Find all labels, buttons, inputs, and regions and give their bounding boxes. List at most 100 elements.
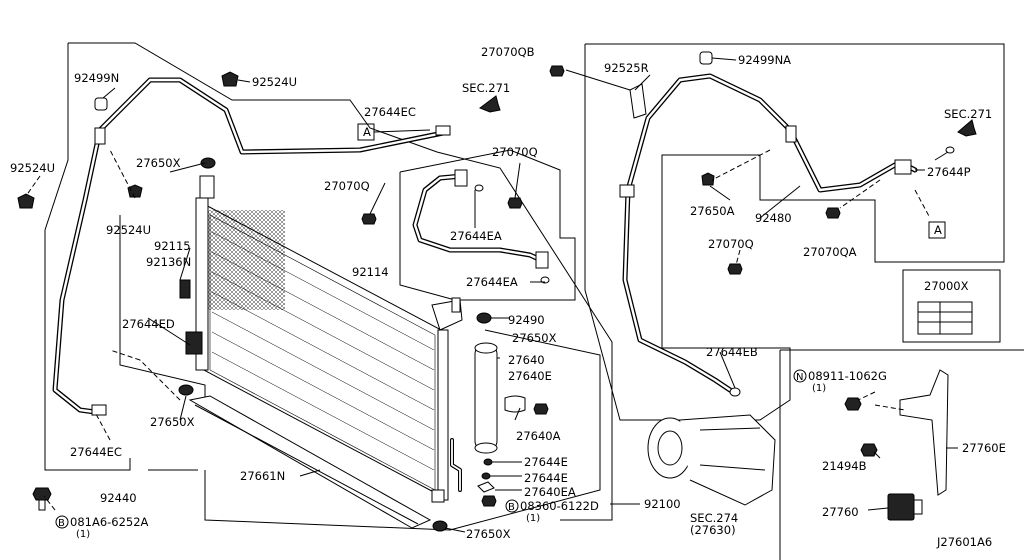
label-27000X: 27000X	[924, 279, 969, 293]
label-27070Q-a: 27070Q	[324, 179, 370, 193]
bolt-27070QB	[549, 65, 565, 77]
label-92114: 92114	[352, 265, 389, 279]
oring-27644EB	[729, 387, 741, 397]
label-21494B: 21494B	[822, 459, 867, 473]
hose-fitting-top	[435, 125, 451, 136]
label-27070QB: 27070QB	[481, 45, 535, 59]
receiver-frame	[399, 149, 576, 301]
label-27760E: 27760E	[962, 441, 1006, 455]
nut-symbol: N	[796, 372, 803, 383]
label-27650X-top: 27650X	[136, 156, 181, 170]
label-92524U-left: 92524U	[10, 161, 55, 175]
condenser-frame	[119, 215, 601, 531]
sensor-27760	[887, 493, 923, 521]
label-27070Q-b: 27070Q	[492, 145, 538, 159]
hose-92490	[412, 169, 549, 269]
label-92499NA: 92499NA	[738, 53, 791, 67]
bolt2-symbol: B	[58, 518, 65, 529]
label-92490: 92490	[508, 313, 545, 327]
bolt1-qty: (1)	[526, 513, 540, 524]
air-guide-27661N	[188, 395, 432, 529]
oring-27650X-bot	[432, 520, 448, 532]
label-27760: 27760	[822, 505, 859, 519]
hose-clip	[94, 127, 106, 145]
label-27644EB: 27644EB	[706, 345, 758, 359]
bracket-92114	[431, 297, 463, 331]
sec271-right-arrow	[957, 119, 977, 137]
label-sec274: SEC.274	[690, 511, 738, 525]
ref-bolt-08360: B 08360-6122D (1)	[505, 499, 599, 524]
fitting-92499NA	[699, 51, 713, 65]
receiver-drier-27640	[474, 342, 498, 454]
label-27640EA: 27640EA	[524, 485, 576, 499]
label-27644EC-bot: 27644EC	[70, 445, 122, 459]
oring-27650X-mid	[476, 312, 492, 324]
bracket-frame	[779, 349, 1024, 560]
bolt2-ref-number: 081A6-6252A	[70, 515, 149, 529]
clip-92524U-left	[17, 193, 35, 209]
condenser-27650X	[185, 175, 449, 503]
bolt-27070Q-c	[727, 263, 743, 275]
label-27644E-b: 27644E	[524, 471, 568, 485]
nut-08911	[844, 397, 862, 411]
oring-27644EA	[474, 184, 550, 284]
label-92100: 92100	[644, 497, 681, 511]
label-27650X-bot: 27650X	[466, 527, 511, 541]
ref-bolt-081A6: B 081A6-6252A (1)	[55, 515, 149, 540]
bolt1-ref-number: 08360-6122D	[520, 499, 599, 513]
label-27661N: 27661N	[240, 469, 285, 483]
label-27640: 27640	[508, 353, 545, 367]
label-27070QA: 27070QA	[803, 245, 857, 259]
small-fittings-27644E	[477, 458, 497, 507]
part-labels: 27070QB 92525R 92499NA 92499N 92524U 925…	[10, 45, 1006, 549]
callout-a1: A	[363, 125, 371, 139]
sec271-left-arrow	[478, 95, 501, 113]
clip-27650A	[701, 172, 715, 186]
bolt2-qty: (1)	[76, 529, 90, 540]
label-92115: 92115	[154, 239, 191, 253]
callout-box-a2	[928, 221, 946, 239]
bolt-27070Q-b	[507, 197, 523, 209]
nut-qty: (1)	[812, 383, 826, 394]
clip-92524U-mid	[127, 184, 143, 198]
label-92480: 92480	[755, 211, 792, 225]
bolt-27070Q-a	[361, 213, 377, 225]
hose-92480	[619, 73, 918, 393]
nut-ref-number: 08911-1062G	[808, 369, 887, 383]
hose-fitting-bottom	[91, 404, 107, 416]
bolt-081A6	[32, 487, 52, 511]
callout-a2: A	[934, 223, 942, 237]
bolt-27640A	[533, 403, 549, 415]
label-sec271-left: SEC.271	[462, 81, 510, 95]
bracket-92525R	[629, 83, 647, 119]
label-27644EA-a: 27644EA	[450, 229, 502, 243]
drier-clamp-27640E	[504, 395, 526, 413]
label-27640A: 27640A	[516, 429, 561, 443]
label-27650A: 27650A	[690, 204, 735, 218]
label-27070Q-c: 27070Q	[708, 237, 754, 251]
label-27644ED: 27644ED	[122, 317, 175, 331]
label-27644EA-b: 27644EA	[466, 275, 518, 289]
label-sec271-right: SEC.271	[944, 107, 992, 121]
label-diagram-code: J27601A6	[936, 535, 992, 549]
label-27630: (27630)	[690, 523, 736, 537]
nut-21494B	[860, 443, 878, 457]
sensor-92136N	[179, 279, 191, 299]
oring-27644P	[945, 146, 955, 154]
bolt1-symbol: B	[508, 502, 515, 513]
label-92136N: 92136N	[146, 255, 191, 269]
label-box-27000X	[902, 269, 1001, 343]
clip-92524U-top	[221, 71, 239, 87]
label-92440: 92440	[100, 491, 137, 505]
fitting-92499N	[94, 97, 108, 111]
label-27640E: 27640E	[508, 369, 552, 383]
label-27650X-mid: 27650X	[512, 331, 557, 345]
right-hose-frame	[584, 43, 1005, 421]
bolt-27070QA	[825, 207, 841, 219]
label-27644P: 27644P	[927, 165, 971, 179]
label-27650X-left: 27650X	[150, 415, 195, 429]
hose-92440	[52, 77, 451, 416]
bracket-27760E	[899, 369, 949, 496]
